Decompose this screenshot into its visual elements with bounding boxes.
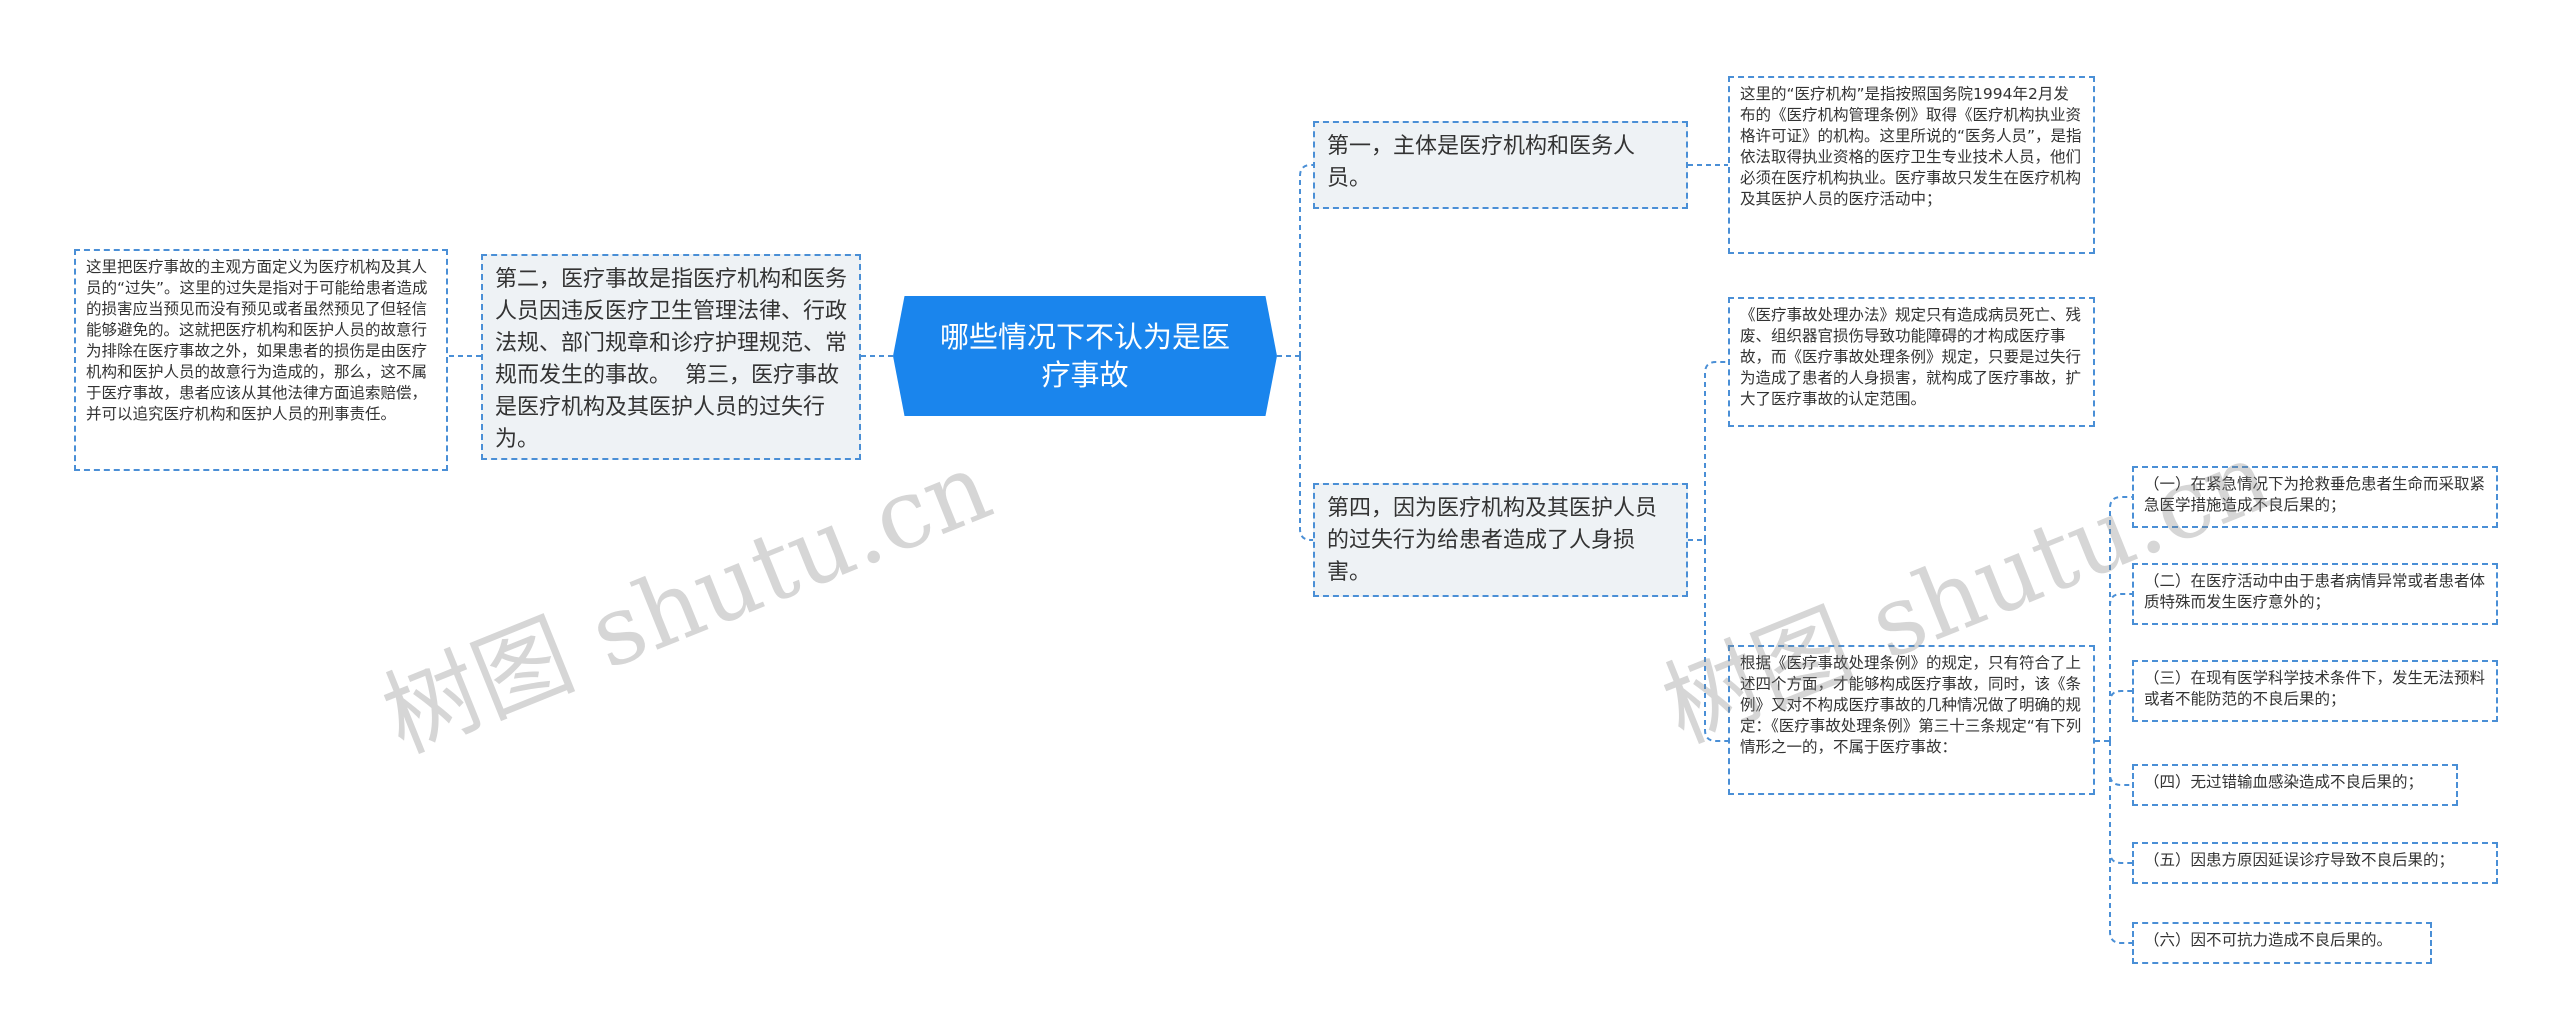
- exception-item-2[interactable]: （二）在医疗活动中由于患者病情异常或者患者体质特殊而发生医疗意外的；: [2132, 563, 2498, 625]
- left-branch-topic[interactable]: 第二，医疗事故是指医疗机构和医务人员因违反医疗卫生管理法律、行政法规、部门规章和…: [481, 254, 861, 460]
- exception-item-6[interactable]: （六）因不可抗力造成不良后果的。: [2132, 922, 2432, 964]
- right-branch-1-detail[interactable]: 这里的“医疗机构”是指按照国务院1994年2月发布的《医疗机构管理条例》取得《医…: [1728, 76, 2095, 254]
- connector-branch2-detail1: [1704, 361, 1728, 540]
- connector-item-3: [2109, 690, 2132, 741]
- exception-item-3[interactable]: （三）在现有医学科学技术条件下，发生无法预料或者不能防范的不良后果的；: [2132, 660, 2498, 722]
- right-branch-2-detail-2[interactable]: 根据《医疗事故处理条例》的规定，只有符合了上述四个方面，才能够构成医疗事故，同时…: [1728, 645, 2095, 795]
- exception-item-5[interactable]: （五）因患方原因延误诊疗导致不良后果的；: [2132, 842, 2498, 884]
- connector-item-5: [2109, 741, 2132, 864]
- connector-item-4: [2109, 741, 2132, 786]
- central-topic[interactable]: 哪些情况下不认为是医疗事故: [893, 296, 1277, 416]
- connector-item-1: [2109, 496, 2132, 741]
- connector-branch2-detail2: [1704, 540, 1728, 742]
- exception-item-4[interactable]: （四）无过错输血感染造成不良后果的；: [2132, 764, 2458, 806]
- right-branch-2-topic[interactable]: 第四，因为医疗机构及其医护人员的过失行为给患者造成了人身损害。: [1313, 483, 1688, 597]
- connector-item-2: [2109, 593, 2132, 741]
- connector-item-6: [2109, 741, 2132, 944]
- right-branch-2-detail-1[interactable]: 《医疗事故处理办法》规定只有造成病员死亡、残废、组织器官损伤导致功能障碍的才构成…: [1728, 297, 2095, 427]
- connector-right-branch2: [1299, 356, 1313, 541]
- connector-right-branch1: [1299, 164, 1313, 356]
- exception-item-1[interactable]: （一）在紧急情况下为抢救垂危患者生命而采取紧急医学措施造成不良后果的；: [2132, 466, 2498, 528]
- left-detail-topic[interactable]: 这里把医疗事故的主观方面定义为医疗机构及其人员的“过失”。这里的过失是指对于可能…: [74, 249, 448, 471]
- right-branch-1-topic[interactable]: 第一，主体是医疗机构和医务人员。: [1313, 121, 1688, 209]
